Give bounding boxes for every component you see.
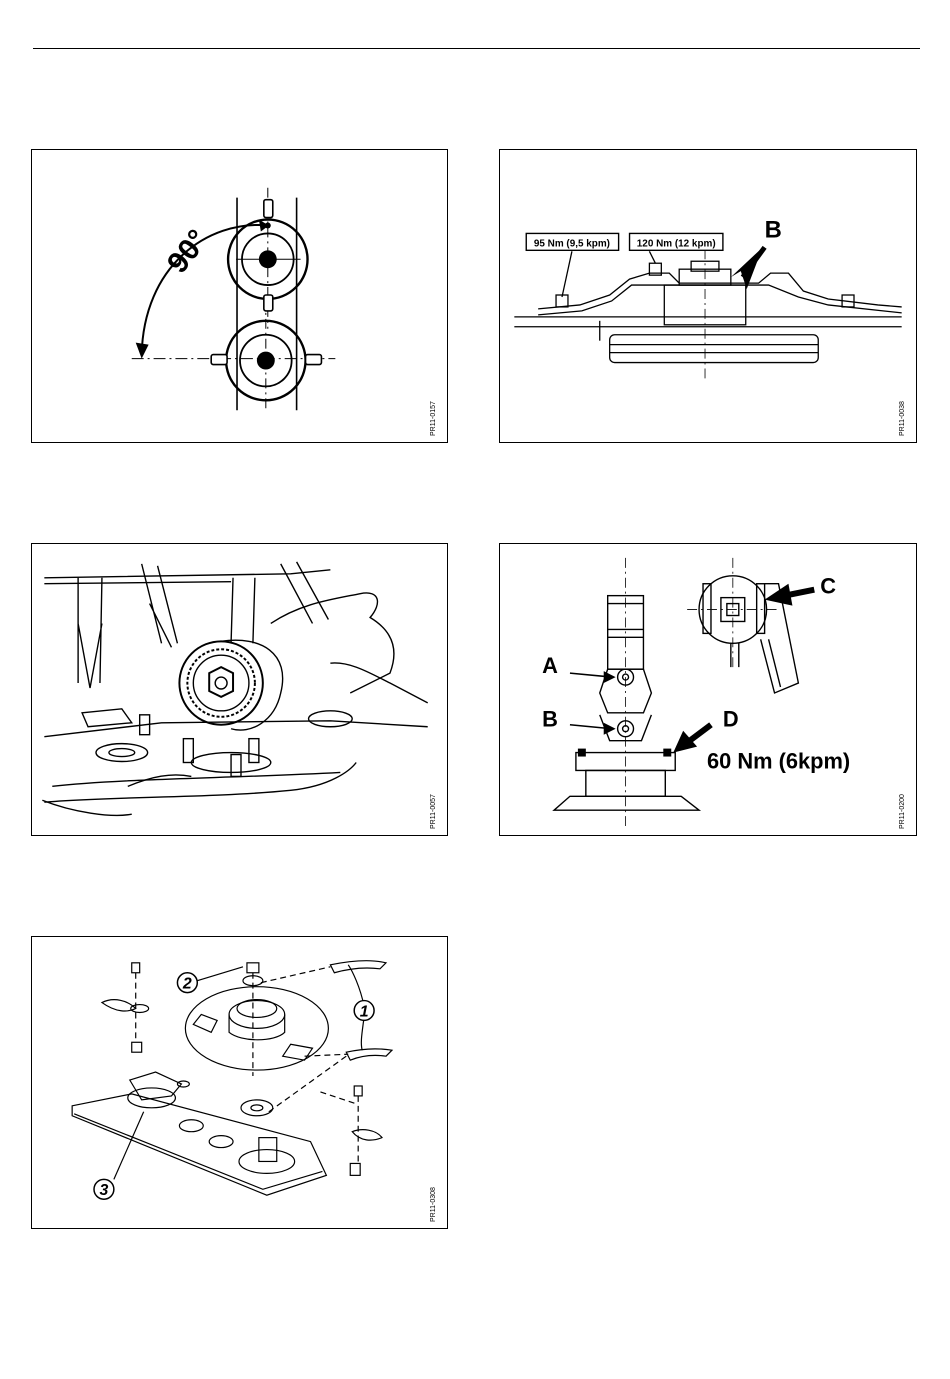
letter-b: B <box>542 707 558 732</box>
figure-code: PR11-0200 <box>899 794 906 829</box>
disc-torque-drawing: 95 Nm (9,5 kpm) 120 Nm (12 kpm) B <box>500 150 916 442</box>
figure-linkage: A B C D 60 Nm (6kpm) PR11-0200 <box>499 543 917 836</box>
letter-a: A <box>542 653 558 678</box>
figure-code: PR11-0038 <box>899 401 906 436</box>
exploded-assembly-drawing: 2 1 3 <box>32 937 447 1228</box>
torque-label: 60 Nm (6kpm) <box>707 748 850 773</box>
figure-code: PR11-0157 <box>430 401 437 436</box>
torque-label-left: 95 Nm (9,5 kpm) <box>534 238 610 249</box>
callout-2: 2 <box>182 976 192 993</box>
callout-3: 3 <box>100 1182 109 1199</box>
callout-1: 1 <box>360 1003 369 1020</box>
figure-disc-alignment: 90° PR11-0157 <box>31 149 448 443</box>
torque-label-right: 120 Nm (12 kpm) <box>637 238 716 249</box>
linkage-drawing: A B C D 60 Nm (6kpm) <box>500 544 916 835</box>
figure-disc-torque: 95 Nm (9,5 kpm) 120 Nm (12 kpm) B PR11-0… <box>499 149 917 443</box>
header-rule <box>33 48 920 49</box>
gear-assembly-drawing <box>32 544 447 835</box>
figure-code: PR11-0308 <box>430 1187 437 1222</box>
figure-gear-assembly: PR11-0057 <box>31 543 448 836</box>
letter-c: C <box>820 574 836 599</box>
letter-d: D <box>723 707 739 732</box>
letter-b: B <box>765 216 782 243</box>
figure-exploded-assembly: 2 1 3 PR11-0308 <box>31 936 448 1229</box>
disc-alignment-drawing: 90° <box>32 150 447 442</box>
figure-code: PR11-0057 <box>430 794 437 829</box>
